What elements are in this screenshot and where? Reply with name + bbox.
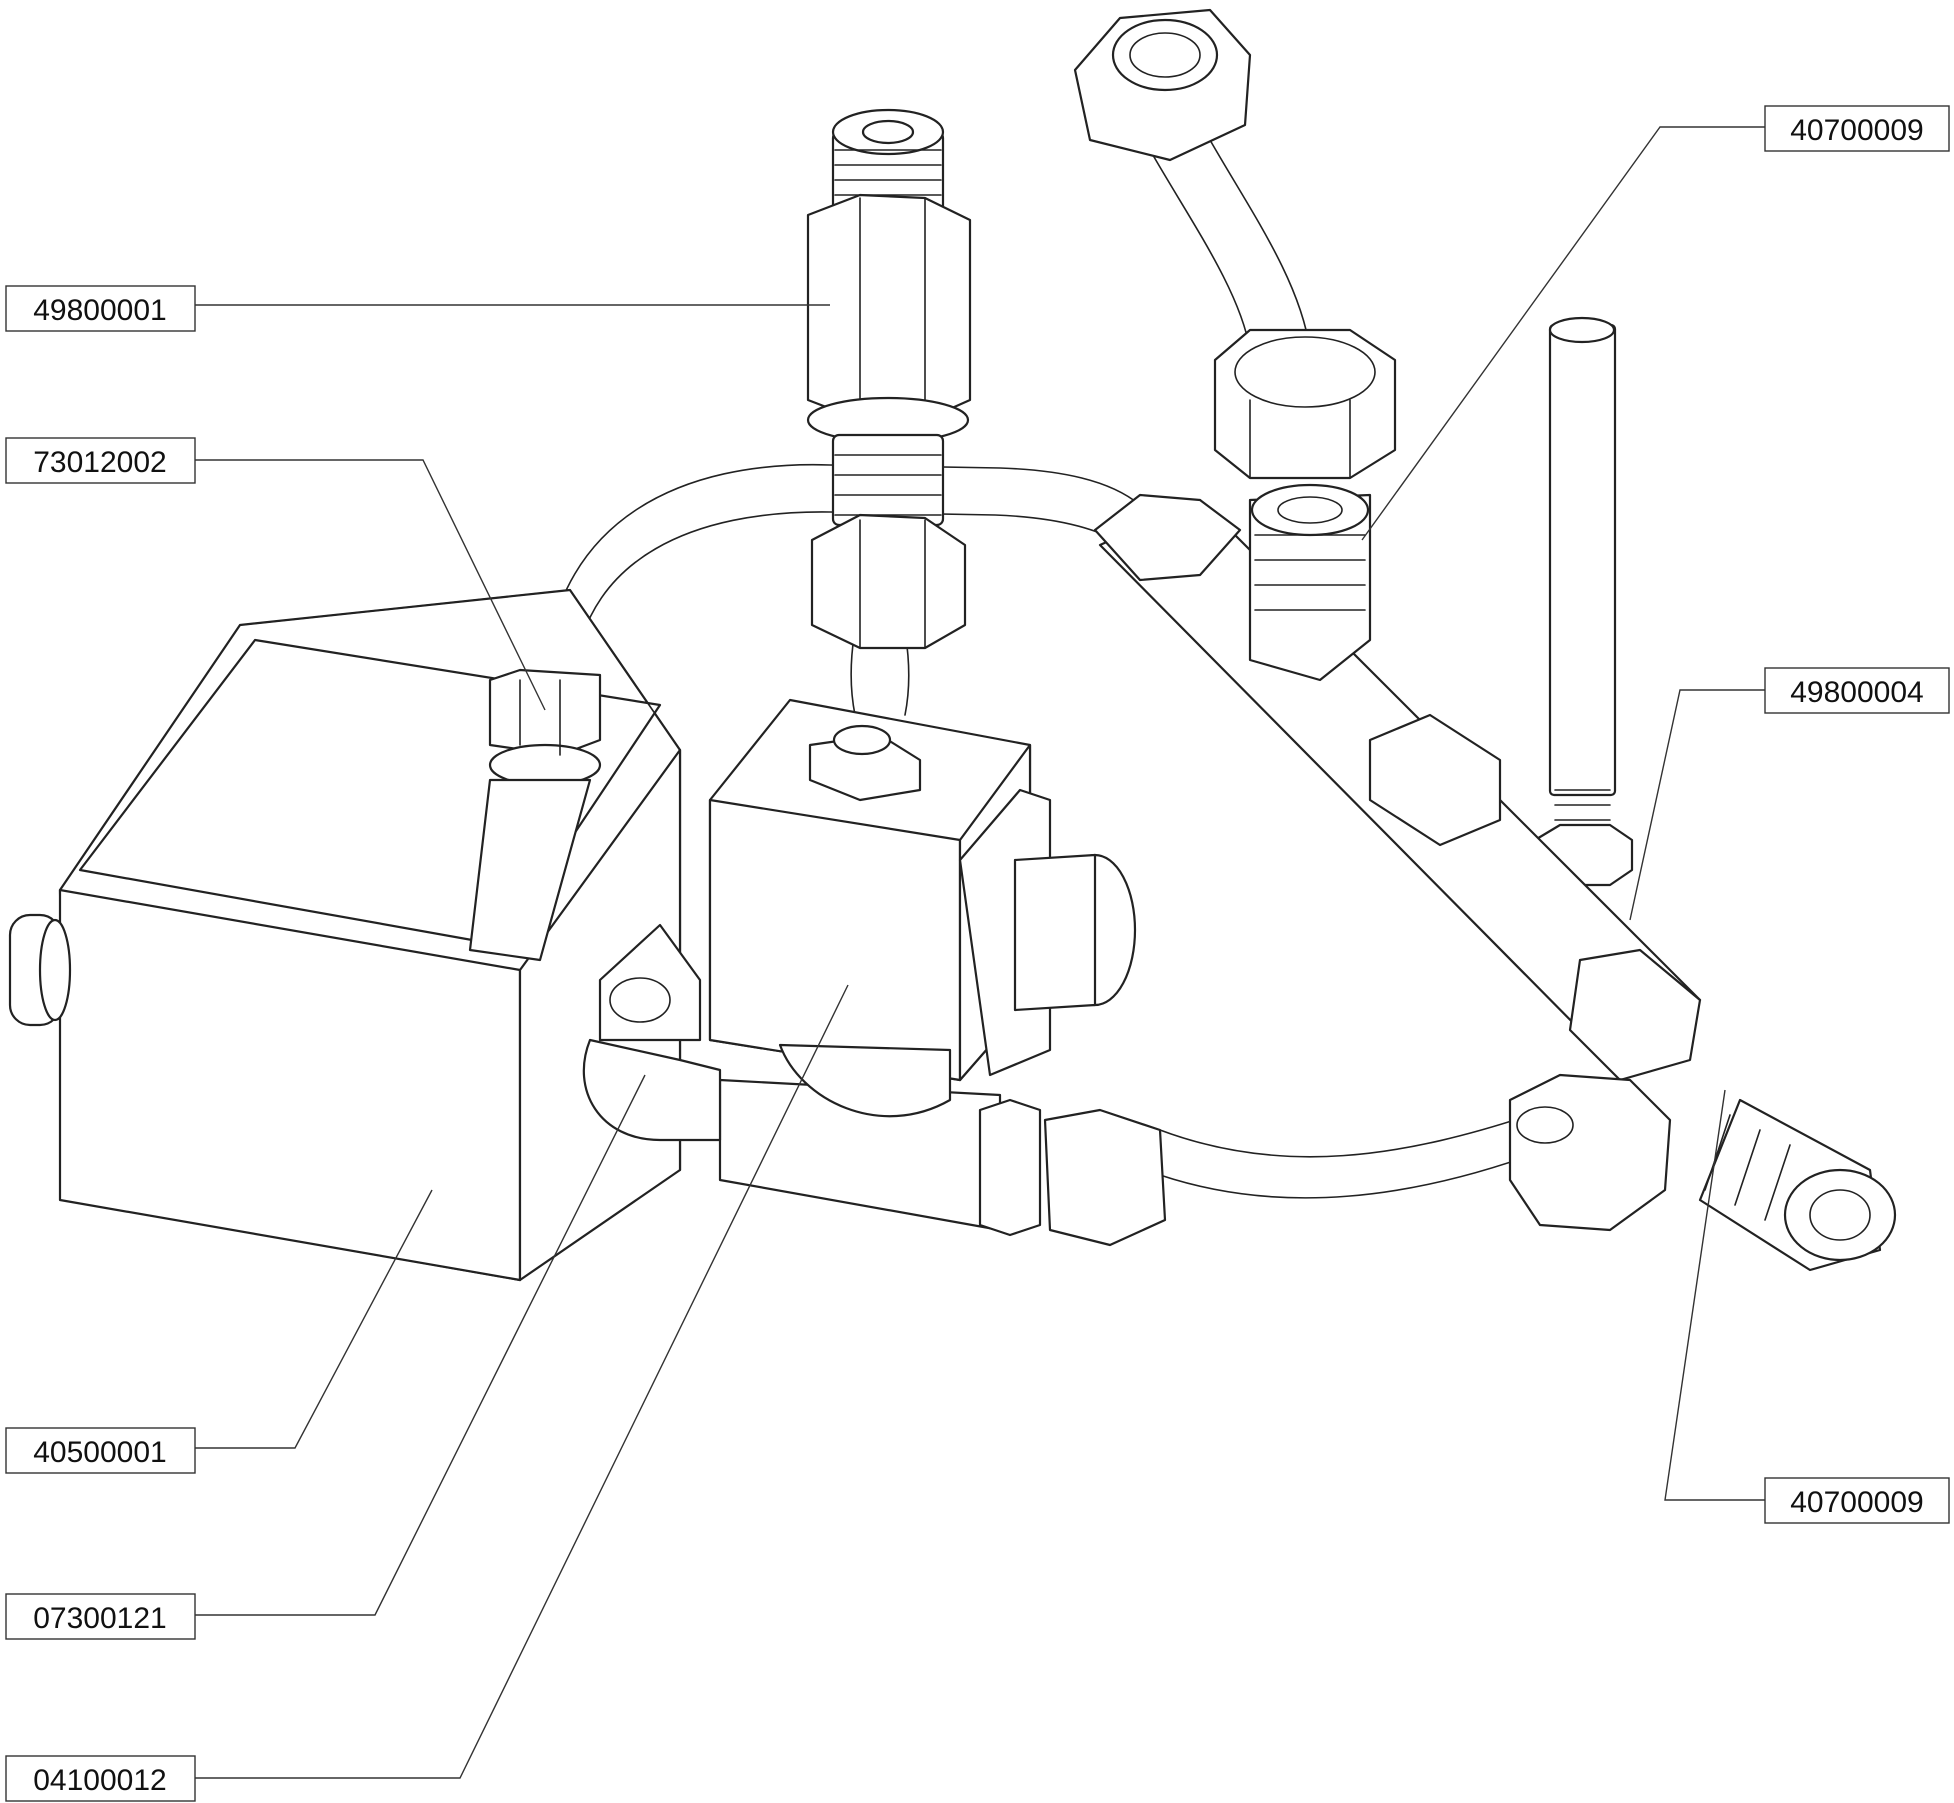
label-73012002: 73012002 [5, 437, 196, 484]
valve-body-base [718, 1043, 1002, 1232]
label-40700009-top: 40700009 [1764, 105, 1950, 152]
leader-lines [155, 126, 1765, 1779]
hex-nut-upper [810, 513, 967, 650]
solenoid-valve [708, 698, 1137, 1082]
diagonal-pipe-assembly [1093, 483, 1897, 1272]
label-text-73012002: 73012002 [33, 446, 166, 479]
label-40700009-bottom: 40700009 [1764, 1477, 1950, 1524]
label-text-49800001: 49800001 [33, 294, 166, 327]
label-40500001: 40500001 [5, 1427, 196, 1474]
label-49800004: 49800004 [1764, 667, 1950, 714]
label-text-49800004: 49800004 [1790, 676, 1923, 709]
screw-spacer [468, 668, 602, 962]
lower-tube [1159, 1109, 1546, 1199]
label-text-40500001: 40500001 [33, 1436, 166, 1469]
tube-loop [544, 463, 1141, 671]
elbow-fitting-left [582, 923, 722, 1142]
pin-rod [1533, 316, 1634, 887]
tee-nut-lower [1508, 1073, 1672, 1232]
label-text-40700009-bottom: 40700009 [1790, 1486, 1923, 1519]
label-04100012: 04100012 [5, 1755, 196, 1802]
label-text-04100012: 04100012 [33, 1764, 166, 1797]
label-text-40700009-top: 40700009 [1790, 114, 1923, 147]
bent-pipe-with-nuts [1073, 8, 1397, 480]
label-07300121: 07300121 [5, 1593, 196, 1640]
label-49800001: 49800001 [5, 285, 196, 332]
label-text-07300121: 07300121 [33, 1602, 166, 1635]
compression-nut-right [978, 1098, 1167, 1247]
threaded-union-fitting [806, 108, 972, 527]
